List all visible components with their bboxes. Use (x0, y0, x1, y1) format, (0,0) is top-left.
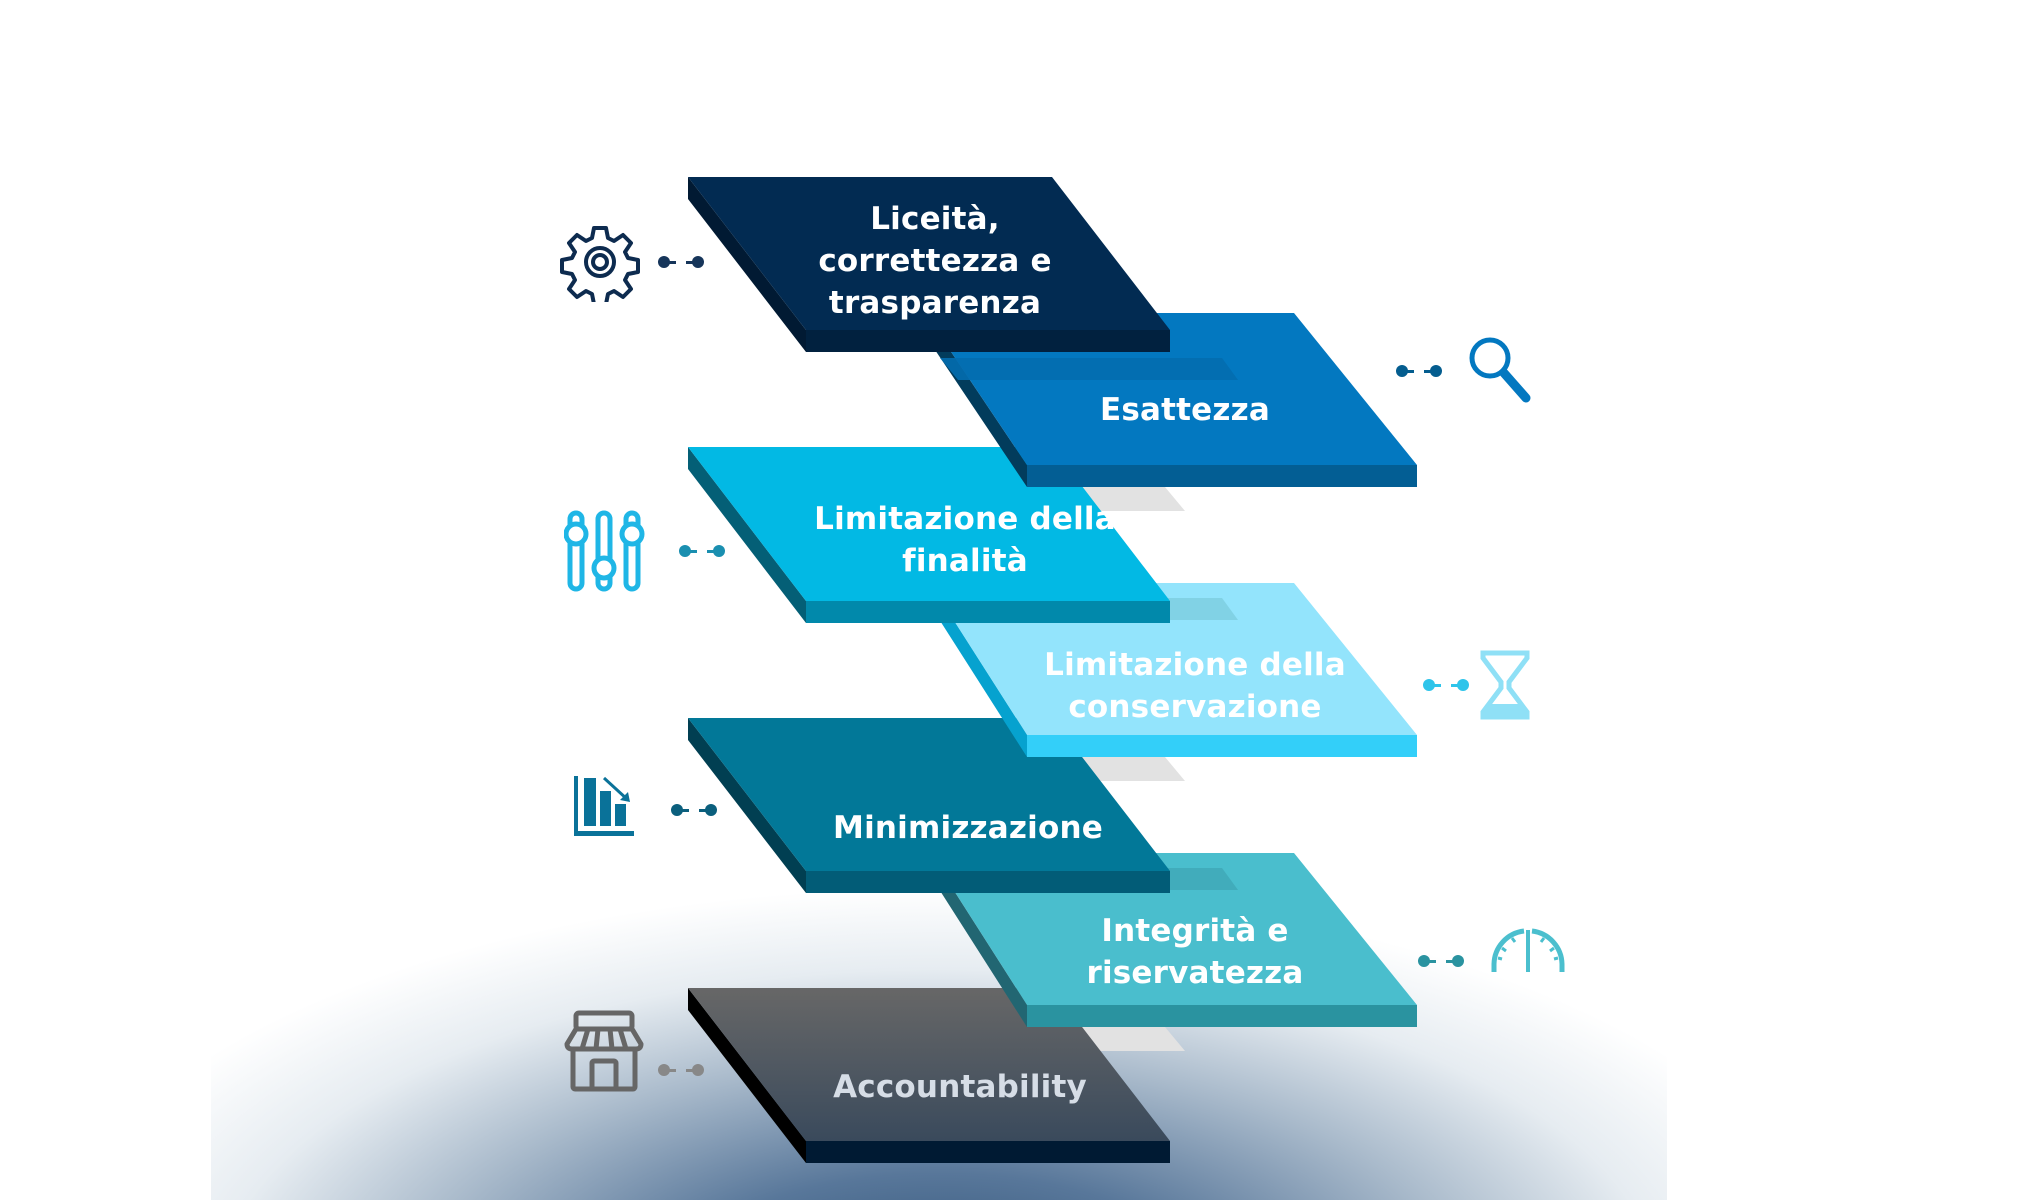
connector-limitazione-conservazione (1423, 679, 1469, 691)
layer-label-esattezza: Esattezza (1100, 389, 1270, 431)
layer-label-accountability: Accountability (833, 1066, 1087, 1108)
gear-icon (560, 226, 640, 302)
label-line: Accountability (833, 1069, 1087, 1105)
label-line: Minimizzazione (833, 810, 1103, 846)
hourglass-icon (1480, 650, 1530, 720)
gauge-icon (1491, 928, 1565, 972)
slab-liceita[interactable] (688, 177, 1170, 352)
layer-label-limitazione-finalita: Limitazione della finalità (814, 498, 1116, 582)
connector-accountability (658, 1064, 704, 1076)
sliders-icon (564, 510, 645, 592)
connector-esattezza (1396, 365, 1442, 377)
label-line: Integrità e (1101, 913, 1289, 949)
connector-minimizzazione (671, 804, 717, 816)
label-line: conservazione (1068, 689, 1322, 725)
layer-label-limitazione-conservazione: Limitazione della conservazione (1044, 644, 1346, 728)
label-line: riservatezza (1086, 955, 1304, 991)
label-line: Limitazione della (814, 501, 1116, 537)
label-line: Esattezza (1099, 392, 1271, 428)
label-line: Limitazione della (1044, 647, 1346, 683)
layer-label-liceita: Liceità, correttezza e trasparenza (818, 198, 1051, 324)
connector-integrita (1418, 955, 1464, 967)
label-line: correttezza e (818, 243, 1052, 279)
label-line: trasparenza (828, 285, 1042, 321)
label-line: finalità (902, 543, 1028, 579)
layer-label-integrita: Integrità e riservatezza (1086, 910, 1303, 994)
connector-liceita (658, 256, 704, 268)
layer-label-minimizzazione: Minimizzazione (833, 807, 1103, 849)
search-icon (1469, 337, 1531, 403)
label-line: Liceità, (870, 201, 1000, 237)
store-icon (564, 1010, 644, 1092)
connector-limitazione-finalita (679, 545, 725, 557)
chart-down-icon (574, 776, 634, 836)
